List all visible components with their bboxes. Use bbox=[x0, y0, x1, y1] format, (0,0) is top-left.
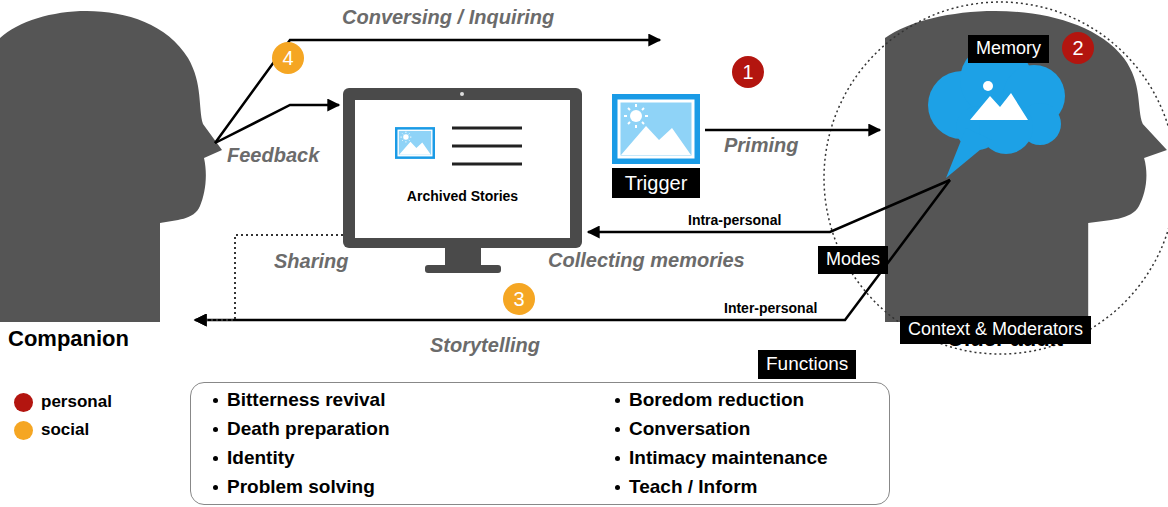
legend-entry: personal bbox=[14, 390, 112, 414]
node-label: Modes bbox=[818, 246, 888, 274]
edge-label: Inter-personal bbox=[722, 300, 819, 316]
legend-swatch bbox=[14, 421, 33, 440]
modes-box: Modes bbox=[818, 246, 888, 274]
callout-number: 1 bbox=[732, 56, 764, 88]
node-label: Companion bbox=[8, 326, 129, 352]
callout-number: 4 bbox=[272, 42, 304, 74]
function-item: Boredom reduction bbox=[611, 389, 804, 411]
function-item: Identity bbox=[209, 447, 295, 469]
connector-arrow bbox=[705, 129, 880, 132]
companion-head bbox=[0, 11, 222, 322]
connector-arrow bbox=[215, 105, 339, 143]
context-box: Context & Moderators bbox=[900, 316, 1091, 344]
older-adult-head bbox=[885, 11, 1167, 322]
flow-label: Storytelling bbox=[430, 334, 540, 357]
function-item: Bitterness revival bbox=[209, 389, 385, 411]
edge-label: Conversing / Inquiring bbox=[340, 6, 556, 29]
function-item: Conversation bbox=[611, 418, 750, 440]
legend-text: social bbox=[41, 418, 89, 442]
edge-label: Priming bbox=[722, 134, 800, 157]
node-label: Trigger bbox=[612, 168, 700, 198]
flow-label: Collecting memories bbox=[548, 249, 745, 272]
memory-box: Memory bbox=[968, 35, 1049, 63]
trigger-box: Trigger bbox=[612, 94, 700, 200]
function-item: Problem solving bbox=[209, 476, 375, 498]
connector-arrow bbox=[195, 180, 950, 320]
legend-swatch bbox=[14, 393, 33, 412]
connector-arrow bbox=[195, 235, 343, 320]
functions-heading: Functions bbox=[758, 350, 856, 379]
monitor-box: Archived Stories bbox=[343, 88, 582, 248]
context-circle bbox=[824, 2, 1168, 354]
function-item: Death preparation bbox=[209, 418, 390, 440]
edge-label: Intra-personal bbox=[686, 212, 783, 228]
trigger-image bbox=[612, 94, 700, 164]
edge-label: Sharing bbox=[272, 250, 350, 273]
function-item: Teach / Inform bbox=[611, 476, 757, 498]
callout-number: 2 bbox=[1062, 32, 1094, 64]
memory-image bbox=[970, 81, 1028, 120]
connector-arrow bbox=[215, 40, 660, 143]
node-label: Context & Moderators bbox=[900, 316, 1091, 344]
function-item: Intimacy maintenance bbox=[611, 447, 828, 469]
legend-entry: social bbox=[14, 418, 89, 442]
callout-number: 3 bbox=[503, 283, 535, 315]
monitor bbox=[343, 88, 582, 273]
companion-figure: Companion bbox=[0, 0, 215, 352]
older-adult-figure: Older adultMemoryContext & Moderators bbox=[825, 0, 1168, 352]
memory-cloud bbox=[928, 44, 1065, 178]
edge-label: Feedback bbox=[225, 144, 321, 167]
node-label: Archived Stories bbox=[343, 188, 582, 204]
node-label: Memory bbox=[968, 35, 1049, 63]
legend-text: personal bbox=[41, 390, 112, 414]
functions-box: FunctionsBitterness revivalDeath prepara… bbox=[190, 382, 890, 505]
